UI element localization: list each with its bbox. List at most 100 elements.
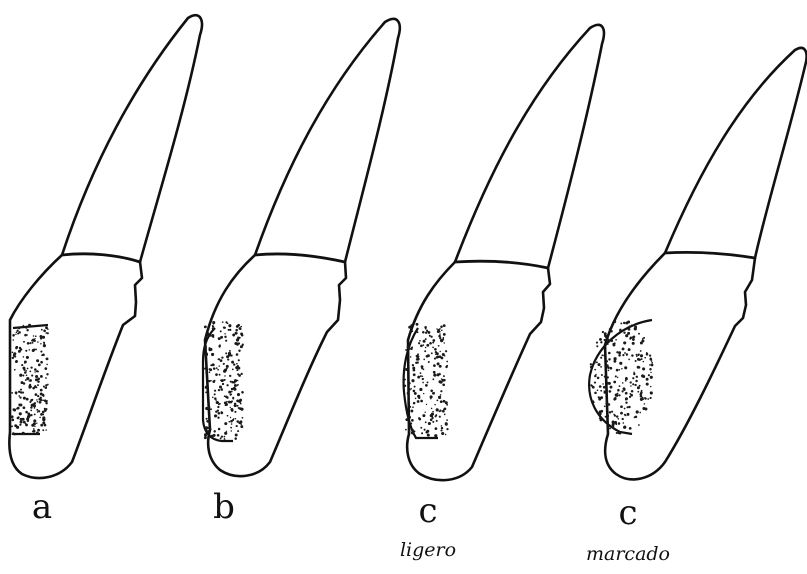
stain-stipple-dot xyxy=(207,328,209,330)
stain-stipple-dot xyxy=(426,404,427,405)
stain-stipple-dot xyxy=(234,379,237,382)
stain-stipple-dot xyxy=(628,328,631,331)
stain-stipple-dot xyxy=(650,391,653,394)
stain-stipple-dot xyxy=(11,425,13,427)
stain-stipple-dot xyxy=(236,369,238,371)
stain-stipple-dot xyxy=(604,332,607,335)
stain-stipple-dot xyxy=(626,406,628,408)
stain-stipple-dot xyxy=(445,434,446,435)
stain-stipple-dot xyxy=(12,352,14,354)
stain-stipple-dot xyxy=(442,353,445,356)
stain-stipple-dot xyxy=(230,427,232,429)
stain-stipple-dot xyxy=(430,419,433,422)
stain-stipple-dot xyxy=(230,420,233,423)
stain-stipple-dot xyxy=(640,350,642,352)
stain-stipple-dot xyxy=(217,369,219,371)
stain-stipple-dot xyxy=(424,411,425,412)
stain-stipple-dot xyxy=(605,343,607,345)
stain-stipple-dot xyxy=(29,384,31,386)
stain-stipple-dot xyxy=(600,390,602,392)
stain-stipple-dot xyxy=(221,379,224,382)
stain-stipple-dot xyxy=(215,373,218,376)
stain-stipple-dot xyxy=(407,395,409,397)
stain-stipple-dot xyxy=(651,362,653,364)
stain-stipple-dot xyxy=(611,340,613,342)
tooth-c-ligero-stain xyxy=(404,323,449,438)
stain-stipple-dot xyxy=(230,394,232,396)
stain-stipple-dot xyxy=(25,350,27,352)
stain-stipple-dot xyxy=(26,356,29,359)
stain-stipple-dot xyxy=(629,338,631,340)
stain-stipple-dot xyxy=(242,417,244,419)
stain-stipple-dot xyxy=(23,325,24,326)
stain-stipple-dot xyxy=(432,339,435,342)
stain-stipple-dot xyxy=(221,411,223,413)
stain-stipple-dot xyxy=(237,430,239,432)
stain-stipple-dot xyxy=(222,321,224,323)
stain-stipple-dot xyxy=(33,348,35,350)
stain-stipple-dot xyxy=(237,367,240,370)
stain-stipple-dot xyxy=(437,362,440,365)
stain-stipple-dot xyxy=(648,374,650,376)
stain-stipple-dot xyxy=(233,363,235,365)
stain-stipple-dot xyxy=(235,418,237,420)
stain-stipple-dot xyxy=(423,340,426,343)
stain-stipple-dot xyxy=(418,342,420,344)
stain-stipple-dot xyxy=(42,395,44,397)
stain-stipple-dot xyxy=(642,367,645,370)
stain-stipple-dot xyxy=(214,380,216,382)
stain-stipple-dot xyxy=(416,358,418,360)
stain-stipple-dot xyxy=(432,347,434,349)
stain-stipple-dot xyxy=(607,344,608,345)
stain-stipple-dot xyxy=(46,364,48,366)
stain-stipple-dot xyxy=(234,404,237,407)
tooth-c-marcado-label: c xyxy=(598,496,658,530)
stain-stipple-dot xyxy=(23,397,26,400)
stain-stipple-dot xyxy=(637,386,640,389)
stain-stipple-dot xyxy=(446,404,448,406)
stain-stipple-dot xyxy=(434,348,437,351)
stain-stipple-dot xyxy=(642,398,644,400)
stain-stipple-dot xyxy=(641,339,644,342)
stain-stipple-dot xyxy=(35,348,37,350)
stain-stipple-dot xyxy=(439,416,441,418)
stain-stipple-dot xyxy=(42,411,45,414)
stain-stipple-dot xyxy=(407,392,410,395)
stain-stipple-dot xyxy=(418,418,421,421)
stain-stipple-dot xyxy=(24,334,27,337)
stain-stipple-dot xyxy=(642,338,644,340)
stain-stipple-dot xyxy=(25,423,28,426)
stain-stipple-dot xyxy=(641,358,643,360)
stain-stipple-dot xyxy=(240,326,242,328)
tooth-c-ligero-outline xyxy=(407,25,604,480)
stain-stipple-dot xyxy=(235,329,238,332)
stain-stipple-dot xyxy=(424,350,426,352)
stain-stipple-dot xyxy=(607,382,610,385)
stain-stipple-dot xyxy=(418,397,420,399)
stain-stipple-dot xyxy=(632,377,634,379)
stain-stipple-dot xyxy=(441,330,443,332)
stain-stipple-dot xyxy=(204,436,207,439)
stain-stipple-dot xyxy=(646,353,649,356)
stain-stipple-dot xyxy=(609,390,612,393)
stain-stipple-dot xyxy=(36,431,39,434)
stain-stipple-dot xyxy=(620,322,622,324)
stain-stipple-dot xyxy=(228,324,231,327)
stain-stipple-dot xyxy=(217,417,219,419)
stain-stipple-dot xyxy=(218,365,219,366)
stain-stipple-dot xyxy=(619,385,621,387)
stain-stipple-dot xyxy=(409,343,411,345)
stain-stipple-dot xyxy=(411,379,414,382)
stain-stipple-dot xyxy=(622,418,624,420)
tooth-a xyxy=(9,15,202,478)
stain-stipple-dot xyxy=(440,390,442,392)
stain-stipple-dot xyxy=(599,338,602,341)
stain-stipple-dot xyxy=(624,352,626,354)
stain-stipple-dot xyxy=(606,415,609,418)
stain-stipple-dot xyxy=(16,332,18,334)
stain-stipple-dot xyxy=(646,383,649,386)
tooth-b-outline xyxy=(205,19,400,476)
stain-stipple-dot xyxy=(213,367,216,370)
stain-stipple-dot xyxy=(621,390,623,392)
stain-stipple-dot xyxy=(624,408,626,410)
